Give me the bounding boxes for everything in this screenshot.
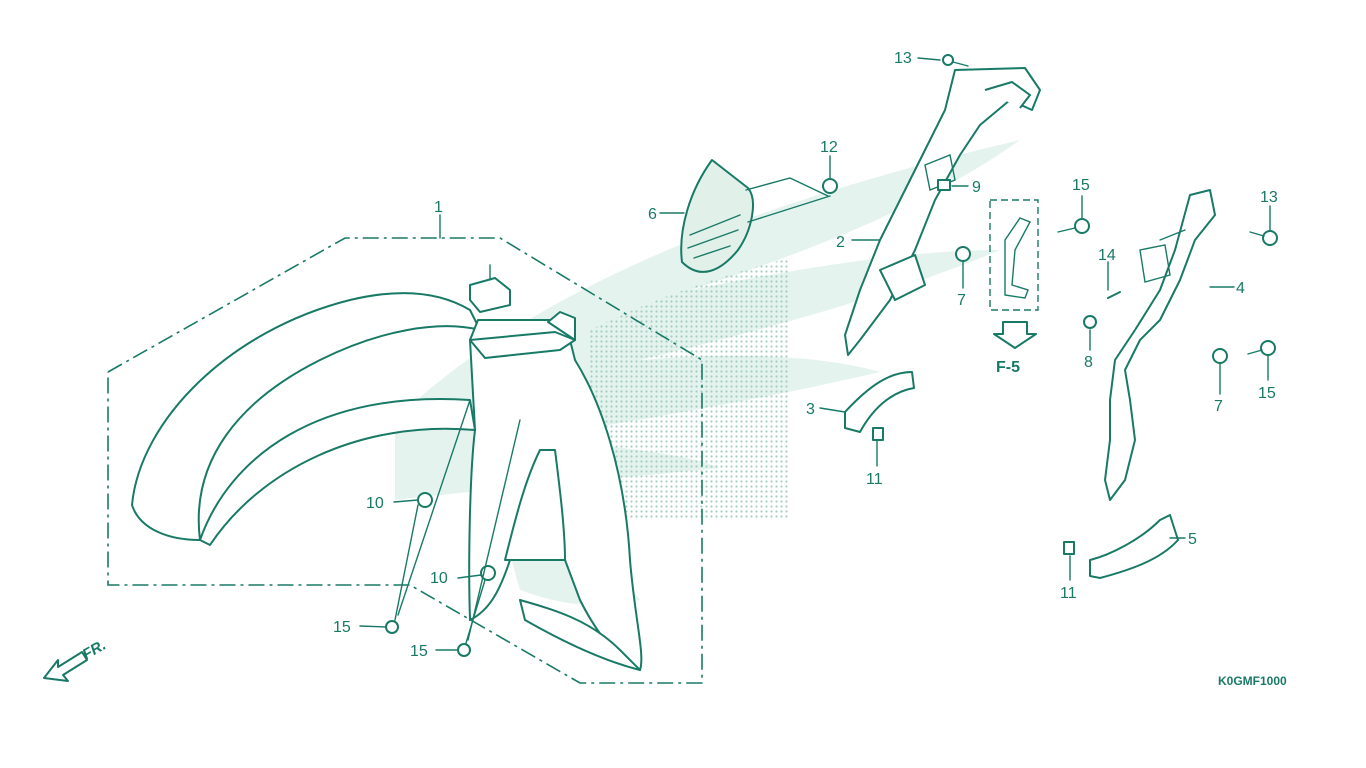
callout-5: 5 bbox=[1188, 531, 1197, 548]
callout-1: 1 bbox=[434, 199, 443, 216]
inner-cover-6 bbox=[680, 159, 831, 273]
callout-10-upper: 10 bbox=[366, 495, 384, 512]
callout-3: 3 bbox=[806, 401, 815, 418]
callout-4: 4 bbox=[1236, 280, 1245, 297]
callout-2: 2 bbox=[836, 234, 845, 251]
callout-labels: 1 2 3 4 5 6 7 7 8 9 10 10 11 11 12 13 13… bbox=[333, 50, 1278, 660]
callout-13-top: 13 bbox=[894, 50, 912, 67]
reference-label-f5: F-5 bbox=[996, 359, 1020, 376]
bracket-reference-f5 bbox=[989, 199, 1039, 349]
callout-7-right: 7 bbox=[1214, 398, 1223, 415]
diagram-code: K0GMF1000 bbox=[1218, 674, 1287, 688]
callout-11-left: 11 bbox=[866, 471, 883, 488]
inner-cover-2 bbox=[844, 67, 1041, 356]
callout-15-right: 15 bbox=[1258, 385, 1276, 402]
front-fender bbox=[131, 264, 643, 671]
callout-11-right: 11 bbox=[1060, 585, 1077, 602]
front-direction-arrow: FR. bbox=[43, 637, 109, 682]
callout-15-left: 15 bbox=[333, 619, 351, 636]
callout-7-left: 7 bbox=[957, 292, 966, 309]
callout-10-lower: 10 bbox=[430, 570, 448, 587]
callout-12: 12 bbox=[820, 139, 838, 156]
assembly-boundary-1 bbox=[107, 237, 703, 684]
callout-13-right: 13 bbox=[1260, 189, 1278, 206]
callout-6: 6 bbox=[648, 206, 657, 223]
callout-14: 14 bbox=[1098, 247, 1116, 264]
callout-9: 9 bbox=[972, 179, 981, 196]
leader-lines bbox=[359, 57, 1271, 651]
callout-8: 8 bbox=[1084, 354, 1093, 371]
garnish-3 bbox=[844, 371, 915, 433]
callout-15-top: 15 bbox=[1072, 177, 1090, 194]
callout-15-bottom: 15 bbox=[410, 643, 428, 660]
garnish-5 bbox=[1089, 514, 1179, 579]
side-cover-4 bbox=[1104, 189, 1216, 501]
